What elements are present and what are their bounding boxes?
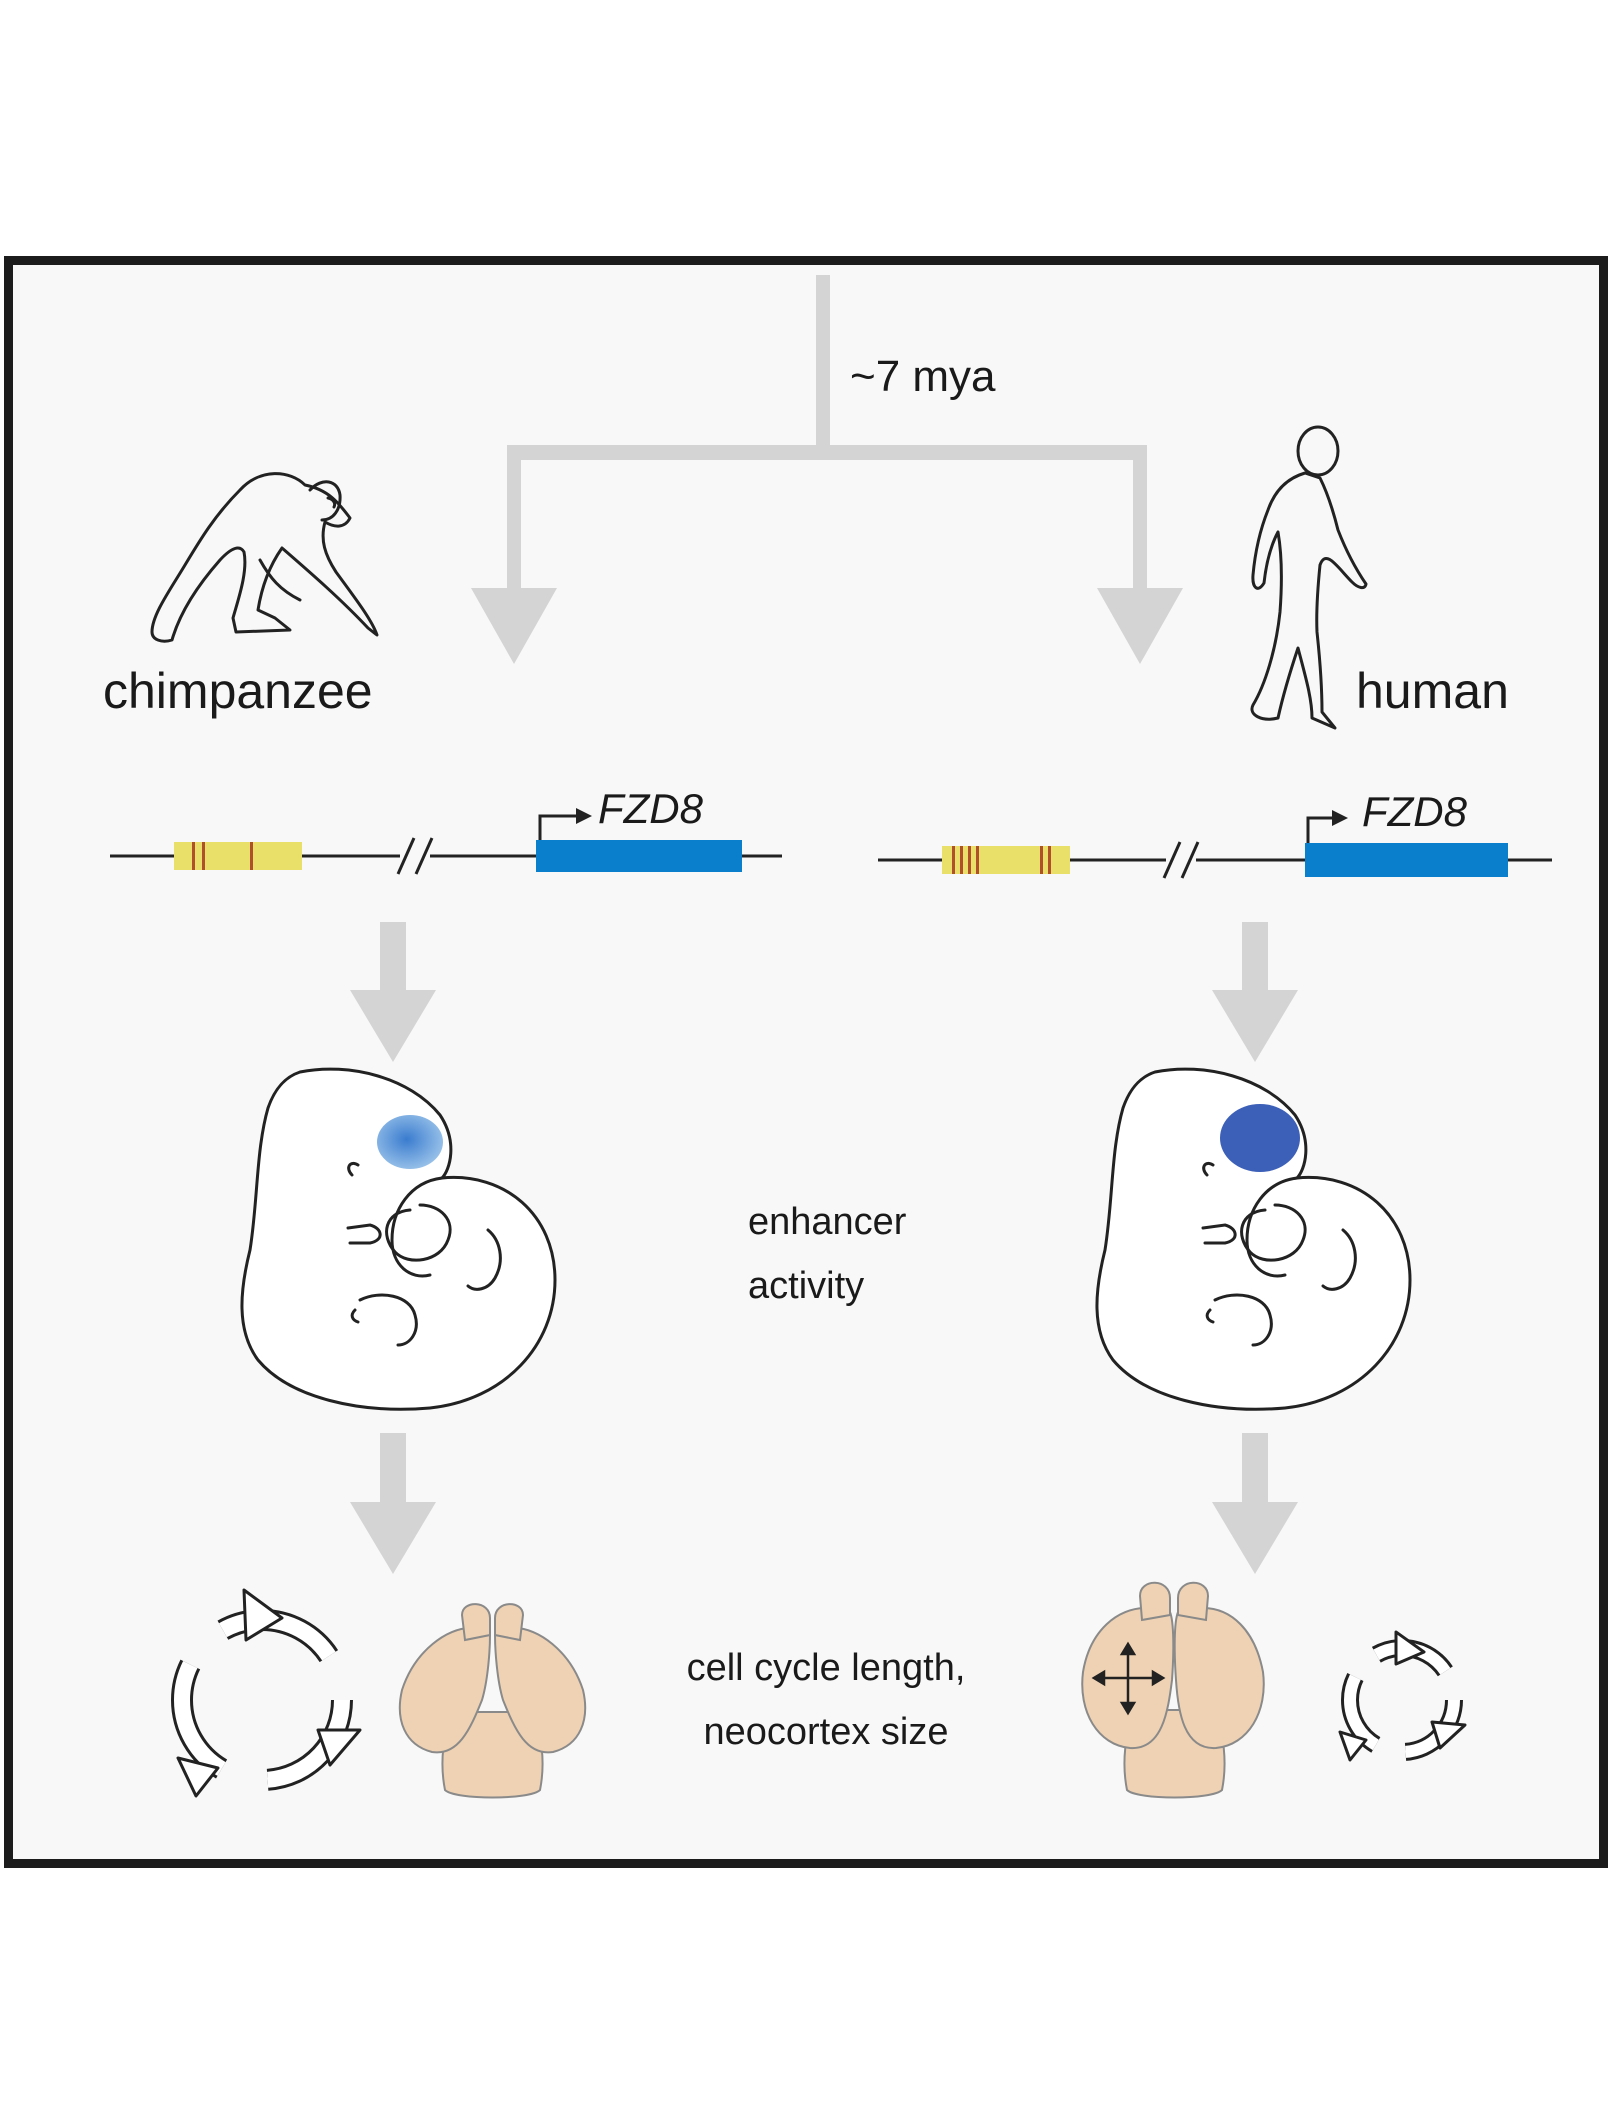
cell-cycle-label-line1: cell cycle length, (686, 1647, 966, 1689)
gene-body-left (536, 840, 742, 872)
enhancer-left (174, 842, 302, 870)
chimpanzee-icon (150, 472, 379, 643)
embryo-icon (1095, 1067, 1412, 1411)
expansion-arrows-icon (1091, 1641, 1166, 1716)
gene-locus-left (110, 808, 782, 877)
tss-arrow-right (1306, 810, 1348, 843)
gene-locus-right (878, 810, 1552, 881)
brain-icon (398, 1603, 587, 1799)
enhancer-label-line2: activity (748, 1265, 865, 1307)
enhancer-right (942, 846, 1070, 874)
cell-cycle-label: cell cycle length, neocortex size (646, 1636, 1006, 1764)
cell-cycle-icon (171, 1588, 362, 1798)
brain-icon (1081, 1581, 1265, 1799)
expression-domain-high (1220, 1104, 1300, 1172)
species-label-human: human (1356, 663, 1509, 719)
gene-label-right: FZD8 (1362, 788, 1467, 835)
gene-body-right (1305, 843, 1508, 877)
tss-arrow-left (538, 808, 592, 840)
human-icon (1250, 425, 1368, 730)
divergence-arrow (471, 275, 1183, 664)
cell-cycle-icon (1338, 1630, 1467, 1762)
figure-frame (4, 256, 1608, 1868)
cell-cycle-label-line2: neocortex size (703, 1711, 949, 1753)
down-arrows (350, 922, 1298, 1574)
enhancer-activity-label: enhancer activity (748, 1190, 906, 1318)
enhancer-label-line1: enhancer (748, 1201, 907, 1243)
species-label-chimpanzee: chimpanzee (103, 663, 373, 719)
embryo-icon (240, 1067, 557, 1411)
divergence-time-label: ~7 mya (850, 352, 996, 401)
gene-label-left: FZD8 (598, 785, 703, 832)
expression-domain-low (377, 1115, 443, 1169)
